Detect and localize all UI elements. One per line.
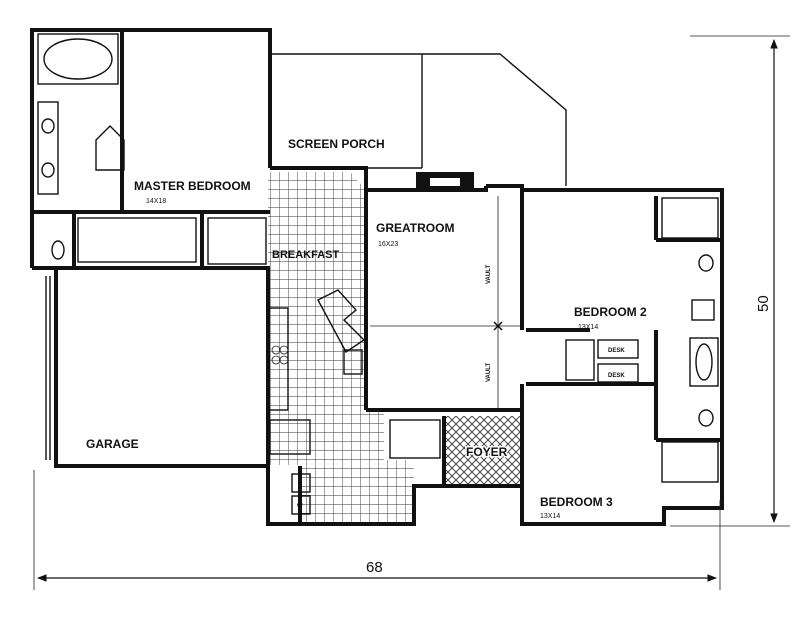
bedroom3-dims: 13X14 — [540, 513, 560, 520]
width-dimension — [33, 470, 721, 590]
bedroom2-dims: 13X14 — [578, 324, 598, 331]
screen-porch-label: SCREEN PORCH — [288, 137, 385, 151]
depth-dimension-label: 50 — [755, 295, 772, 312]
dryer-label: D — [298, 482, 303, 488]
garage-label: GARAGE — [86, 437, 139, 451]
exterior-walls — [30, 28, 724, 526]
screen-porch — [270, 53, 567, 186]
bedroom2-label: BEDROOM 2 — [574, 305, 647, 319]
garage-details — [45, 276, 51, 460]
bedroom-details — [565, 197, 719, 483]
master-bedroom-dims: 14X18 — [146, 198, 166, 205]
width-dimension-label: 68 — [366, 559, 383, 576]
vault-label-upper: VAULT — [486, 265, 492, 284]
washer-label: W — [297, 504, 303, 510]
foyer-label: FOYER — [466, 445, 508, 459]
depth-dimension — [670, 35, 790, 527]
bedroom3-label: BEDROOM 3 — [540, 495, 613, 509]
fireplace — [416, 172, 474, 192]
desk-label-upper: DESK — [608, 348, 625, 354]
kitchen-tile-floor — [268, 172, 414, 522]
foyer-tile-floor — [446, 416, 522, 486]
greatroom-dims: 16X23 — [378, 241, 398, 248]
kitchen-details — [267, 289, 441, 515]
greatroom-label: GREATROOM — [376, 221, 454, 235]
desk-label-lower: DESK — [608, 373, 625, 379]
vault-line — [370, 196, 520, 408]
master-bath-fixtures — [37, 33, 267, 265]
vault-label-lower: VAULT — [486, 363, 492, 382]
breakfast-label: BREAKFAST — [272, 249, 340, 261]
master-bedroom-label: MASTER BEDROOM — [134, 179, 251, 193]
